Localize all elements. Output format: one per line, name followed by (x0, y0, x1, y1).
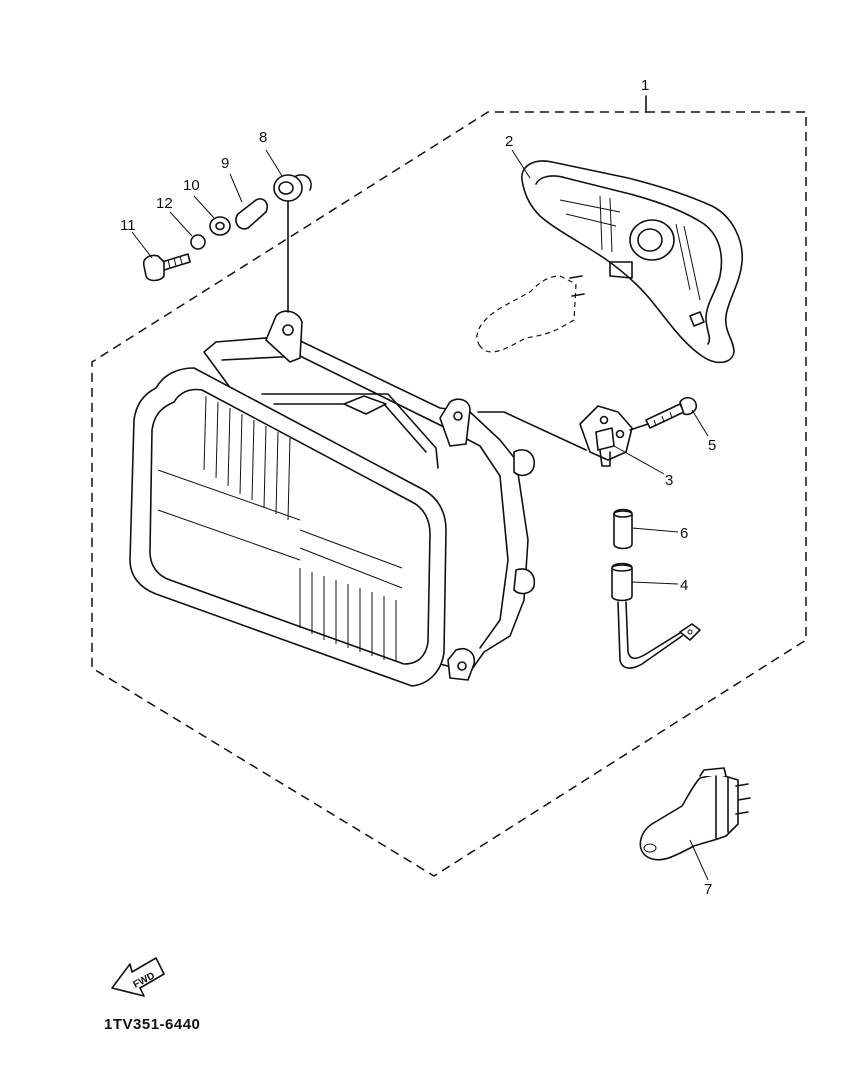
callout-3: 3 (665, 472, 673, 489)
screw-part-5 (629, 396, 698, 431)
socket-holder-part-3 (477, 405, 633, 467)
fasteners (142, 174, 312, 282)
washer-part-10 (209, 216, 231, 236)
callout-7: 7 (704, 881, 712, 898)
headlight-unit (129, 310, 536, 687)
callout-8: 8 (259, 129, 267, 146)
bolt-part-11 (161, 253, 191, 271)
leader-lines (131, 149, 709, 881)
bulb-part-6 (613, 508, 633, 550)
callout-2: 2 (505, 133, 513, 150)
callout-11-12-a: 12 (156, 195, 173, 212)
callout-9: 9 (221, 155, 229, 172)
callout-5: 5 (708, 437, 716, 454)
headlight-bulb-part-7 (639, 767, 751, 861)
callout-6: 6 (680, 525, 688, 542)
callout-11: 11 (120, 217, 136, 234)
callout-labels: 1 2 3 4 5 6 7 8 9 10 12 11 (120, 77, 716, 898)
socket-cord-part-4 (611, 562, 701, 669)
callout-4: 4 (680, 577, 688, 594)
callout-10: 10 (183, 177, 200, 194)
callout-1: 1 (641, 77, 649, 94)
assembly-boundary (91, 95, 807, 877)
part-code: 1TV351-6440 (104, 1016, 201, 1033)
spring-washer-part-12 (190, 234, 206, 250)
rear-cover-part-2 (521, 160, 743, 364)
ghost-bulb (476, 275, 585, 353)
collar-part-9 (235, 198, 269, 230)
grommet-part-8 (273, 174, 303, 202)
forward-arrow-icon: FWD (111, 957, 165, 997)
